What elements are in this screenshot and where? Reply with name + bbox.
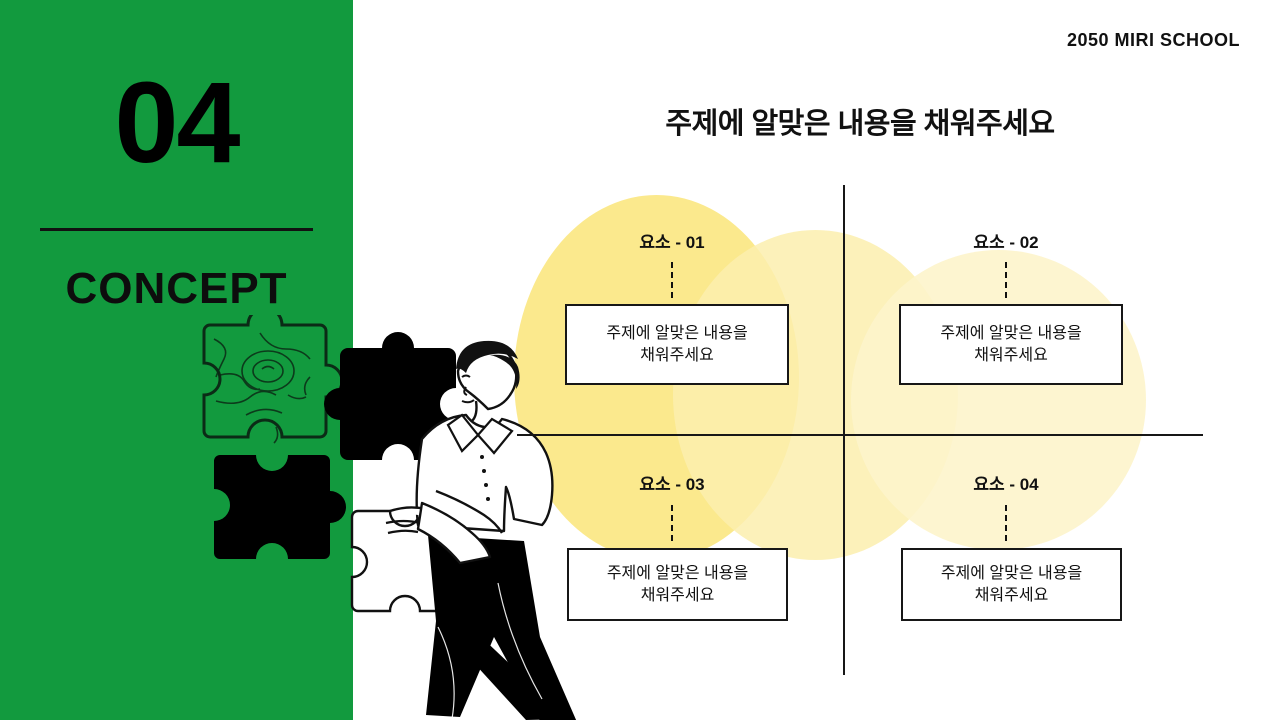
quadrant-box-04[interactable]: 주제에 알맞은 내용을 채워주세요	[901, 548, 1122, 621]
puzzle-piece-textured-icon	[202, 315, 344, 444]
quadrant-label-01: 요소 - 01	[639, 233, 705, 252]
quadrant-box-04-line2: 채워주세요	[974, 586, 1049, 604]
quadrant-label-03: 요소 - 03	[639, 475, 705, 494]
quadrant-box-01[interactable]: 주제에 알맞은 내용을 채워주세요	[565, 304, 789, 385]
quadrant-box-01-line1: 주제에 알맞은 내용을	[606, 324, 748, 342]
quadrant-box-02-line2: 채워주세요	[974, 346, 1048, 364]
quadrant-box-03-line2: 채워주세요	[640, 586, 715, 604]
quadrant-box-04-line1: 주제에 알맞은 내용을	[940, 564, 1083, 582]
puzzle-illustration	[190, 315, 590, 720]
quadrant-connector-04	[1005, 505, 1007, 541]
puzzle-piece-solid-icon	[214, 455, 346, 559]
quadrant-connector-02	[1005, 262, 1007, 298]
panel-divider	[40, 228, 313, 231]
quadrant-box-01-line2: 채워주세요	[640, 346, 714, 364]
quadrant-vertical-axis	[843, 185, 845, 675]
quadrant-box-03-line1: 주제에 알맞은 내용을	[606, 564, 749, 582]
quadrant-label-02: 요소 - 02	[973, 233, 1039, 252]
section-label: CONCEPT	[65, 264, 288, 313]
quadrant-label-04: 요소 - 04	[973, 475, 1039, 494]
puzzle-piece-solid-alt-icon	[324, 332, 456, 460]
decorative-blob-group	[353, 0, 1280, 720]
quadrant-connector-03	[671, 505, 673, 541]
quadrant-horizontal-axis	[517, 434, 1203, 436]
quadrant-box-02[interactable]: 주제에 알맞은 내용을 채워주세요	[899, 304, 1123, 385]
quadrant-connector-01	[671, 262, 673, 298]
yellow-blob-tertiary	[851, 250, 1146, 550]
brand-title: 2050 MIRI SCHOOL	[1066, 30, 1240, 50]
section-number: 04	[114, 59, 241, 187]
quadrant-box-03[interactable]: 주제에 알맞은 내용을 채워주세요	[567, 548, 788, 621]
page-title: 주제에 알맞은 내용을 채워주세요	[665, 108, 1055, 140]
person-carrying-puzzle-illustration	[385, 340, 577, 720]
quadrant-box-02-line1: 주제에 알맞은 내용을	[940, 324, 1082, 342]
